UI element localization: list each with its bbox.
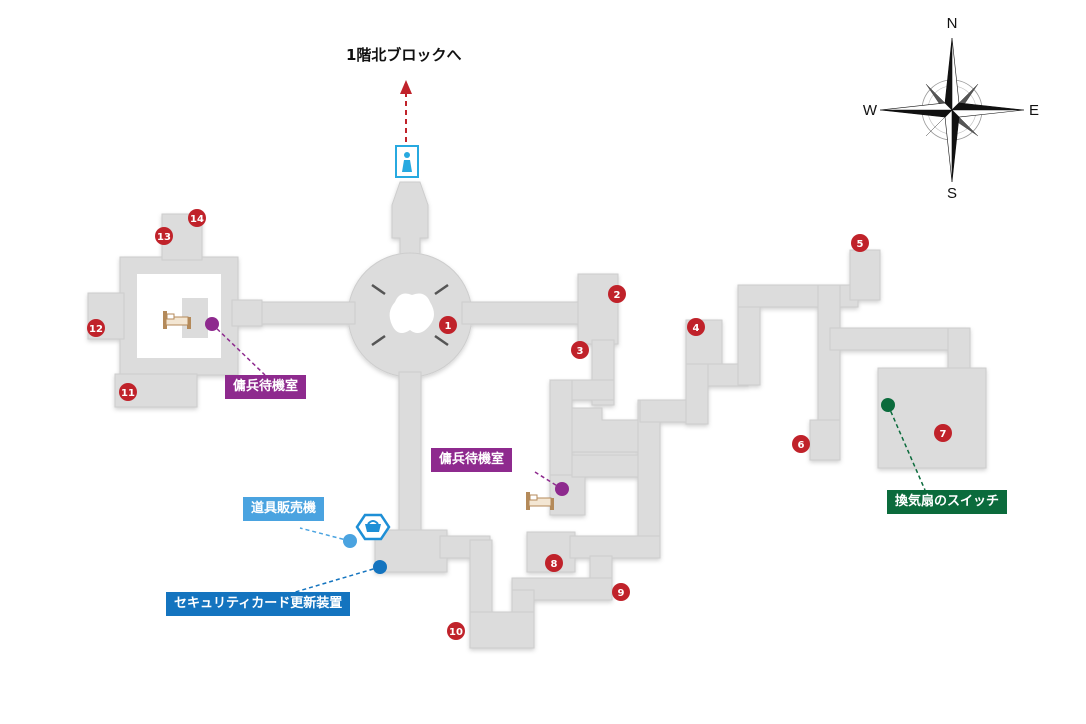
svg-text:9: 9 <box>618 588 625 599</box>
svg-text:14: 14 <box>190 214 204 225</box>
svg-text:3: 3 <box>577 346 584 357</box>
marker-6[interactable]: 6 <box>792 435 810 453</box>
corridor-4-down <box>685 363 709 425</box>
marker-9[interactable]: 9 <box>612 583 630 601</box>
compass-rose-icon: N S W E <box>863 15 1039 202</box>
fan-switch-label: 換気扇のスイッチ <box>887 490 1008 514</box>
east-corridor <box>461 301 585 325</box>
svg-text:10: 10 <box>449 627 463 638</box>
marker-3[interactable]: 3 <box>571 341 589 359</box>
marker-7[interactable]: 7 <box>934 424 952 442</box>
compass-n: N <box>947 15 958 32</box>
exit-title: 1階北ブロックへ <box>346 46 462 64</box>
bed-icon <box>526 492 554 510</box>
vendor-dot[interactable] <box>343 534 357 548</box>
switch-dot[interactable] <box>881 398 895 412</box>
svg-text:6: 6 <box>798 440 805 451</box>
svg-text:1: 1 <box>445 321 452 332</box>
marker-12[interactable]: 12 <box>87 319 105 337</box>
marker-8[interactable]: 8 <box>545 554 563 572</box>
marker-10[interactable]: 10 <box>447 622 465 640</box>
svg-text:5: 5 <box>857 239 864 250</box>
svg-text:13: 13 <box>157 232 171 243</box>
west-corridor <box>254 301 356 325</box>
corridor-lower-west <box>549 379 573 481</box>
corridor-9-h <box>511 577 613 601</box>
marker-1[interactable]: 1 <box>439 316 457 334</box>
compass-e: E <box>1029 102 1039 119</box>
svg-text:8: 8 <box>551 559 558 570</box>
vendor-icon[interactable] <box>355 513 391 541</box>
corridor-8-east <box>569 535 661 559</box>
marker-13[interactable]: 13 <box>155 227 173 245</box>
south-corridor <box>398 371 422 535</box>
person-icon[interactable] <box>395 145 419 178</box>
room-bed-center <box>549 474 586 516</box>
vendor-room <box>374 529 448 573</box>
mercenary-room-west-label: 傭兵待機室 <box>225 375 307 399</box>
svg-text:4: 4 <box>693 323 700 334</box>
security-card-label: セキュリティカード更新装置 <box>166 592 351 616</box>
mercenary-center-dot[interactable] <box>555 482 569 496</box>
svg-text:11: 11 <box>121 388 135 399</box>
marker-14[interactable]: 14 <box>188 209 206 227</box>
compass-w: W <box>863 102 878 119</box>
west-block-link <box>231 299 263 327</box>
numbered-markers: 1 2 3 4 5 6 7 8 9 10 11 12 13 14 <box>87 209 952 640</box>
marker-11[interactable]: 11 <box>119 383 137 401</box>
room-2 <box>577 273 619 345</box>
security-dot[interactable] <box>373 560 387 574</box>
svg-text:2: 2 <box>614 290 621 301</box>
item-vendor-label: 道具販売機 <box>243 497 325 521</box>
room-6 <box>809 419 841 461</box>
svg-text:12: 12 <box>89 324 103 335</box>
mercenary-room-center-label: 傭兵待機室 <box>431 448 513 472</box>
room-5 <box>849 249 881 301</box>
room-10 <box>469 611 535 649</box>
corridor-6-v <box>817 284 841 436</box>
bed-icon <box>163 311 191 329</box>
marker-2[interactable]: 2 <box>608 285 626 303</box>
room-7 <box>877 367 987 469</box>
marker-4[interactable]: 4 <box>687 318 705 336</box>
corridor-mid-v <box>637 399 661 559</box>
mercenary-west-dot[interactable] <box>205 317 219 331</box>
svg-text:7: 7 <box>940 429 947 440</box>
compass-s: S <box>947 185 957 202</box>
marker-5[interactable]: 5 <box>851 234 869 252</box>
north-exit-arrow <box>400 80 412 142</box>
north-corridor <box>391 181 429 256</box>
